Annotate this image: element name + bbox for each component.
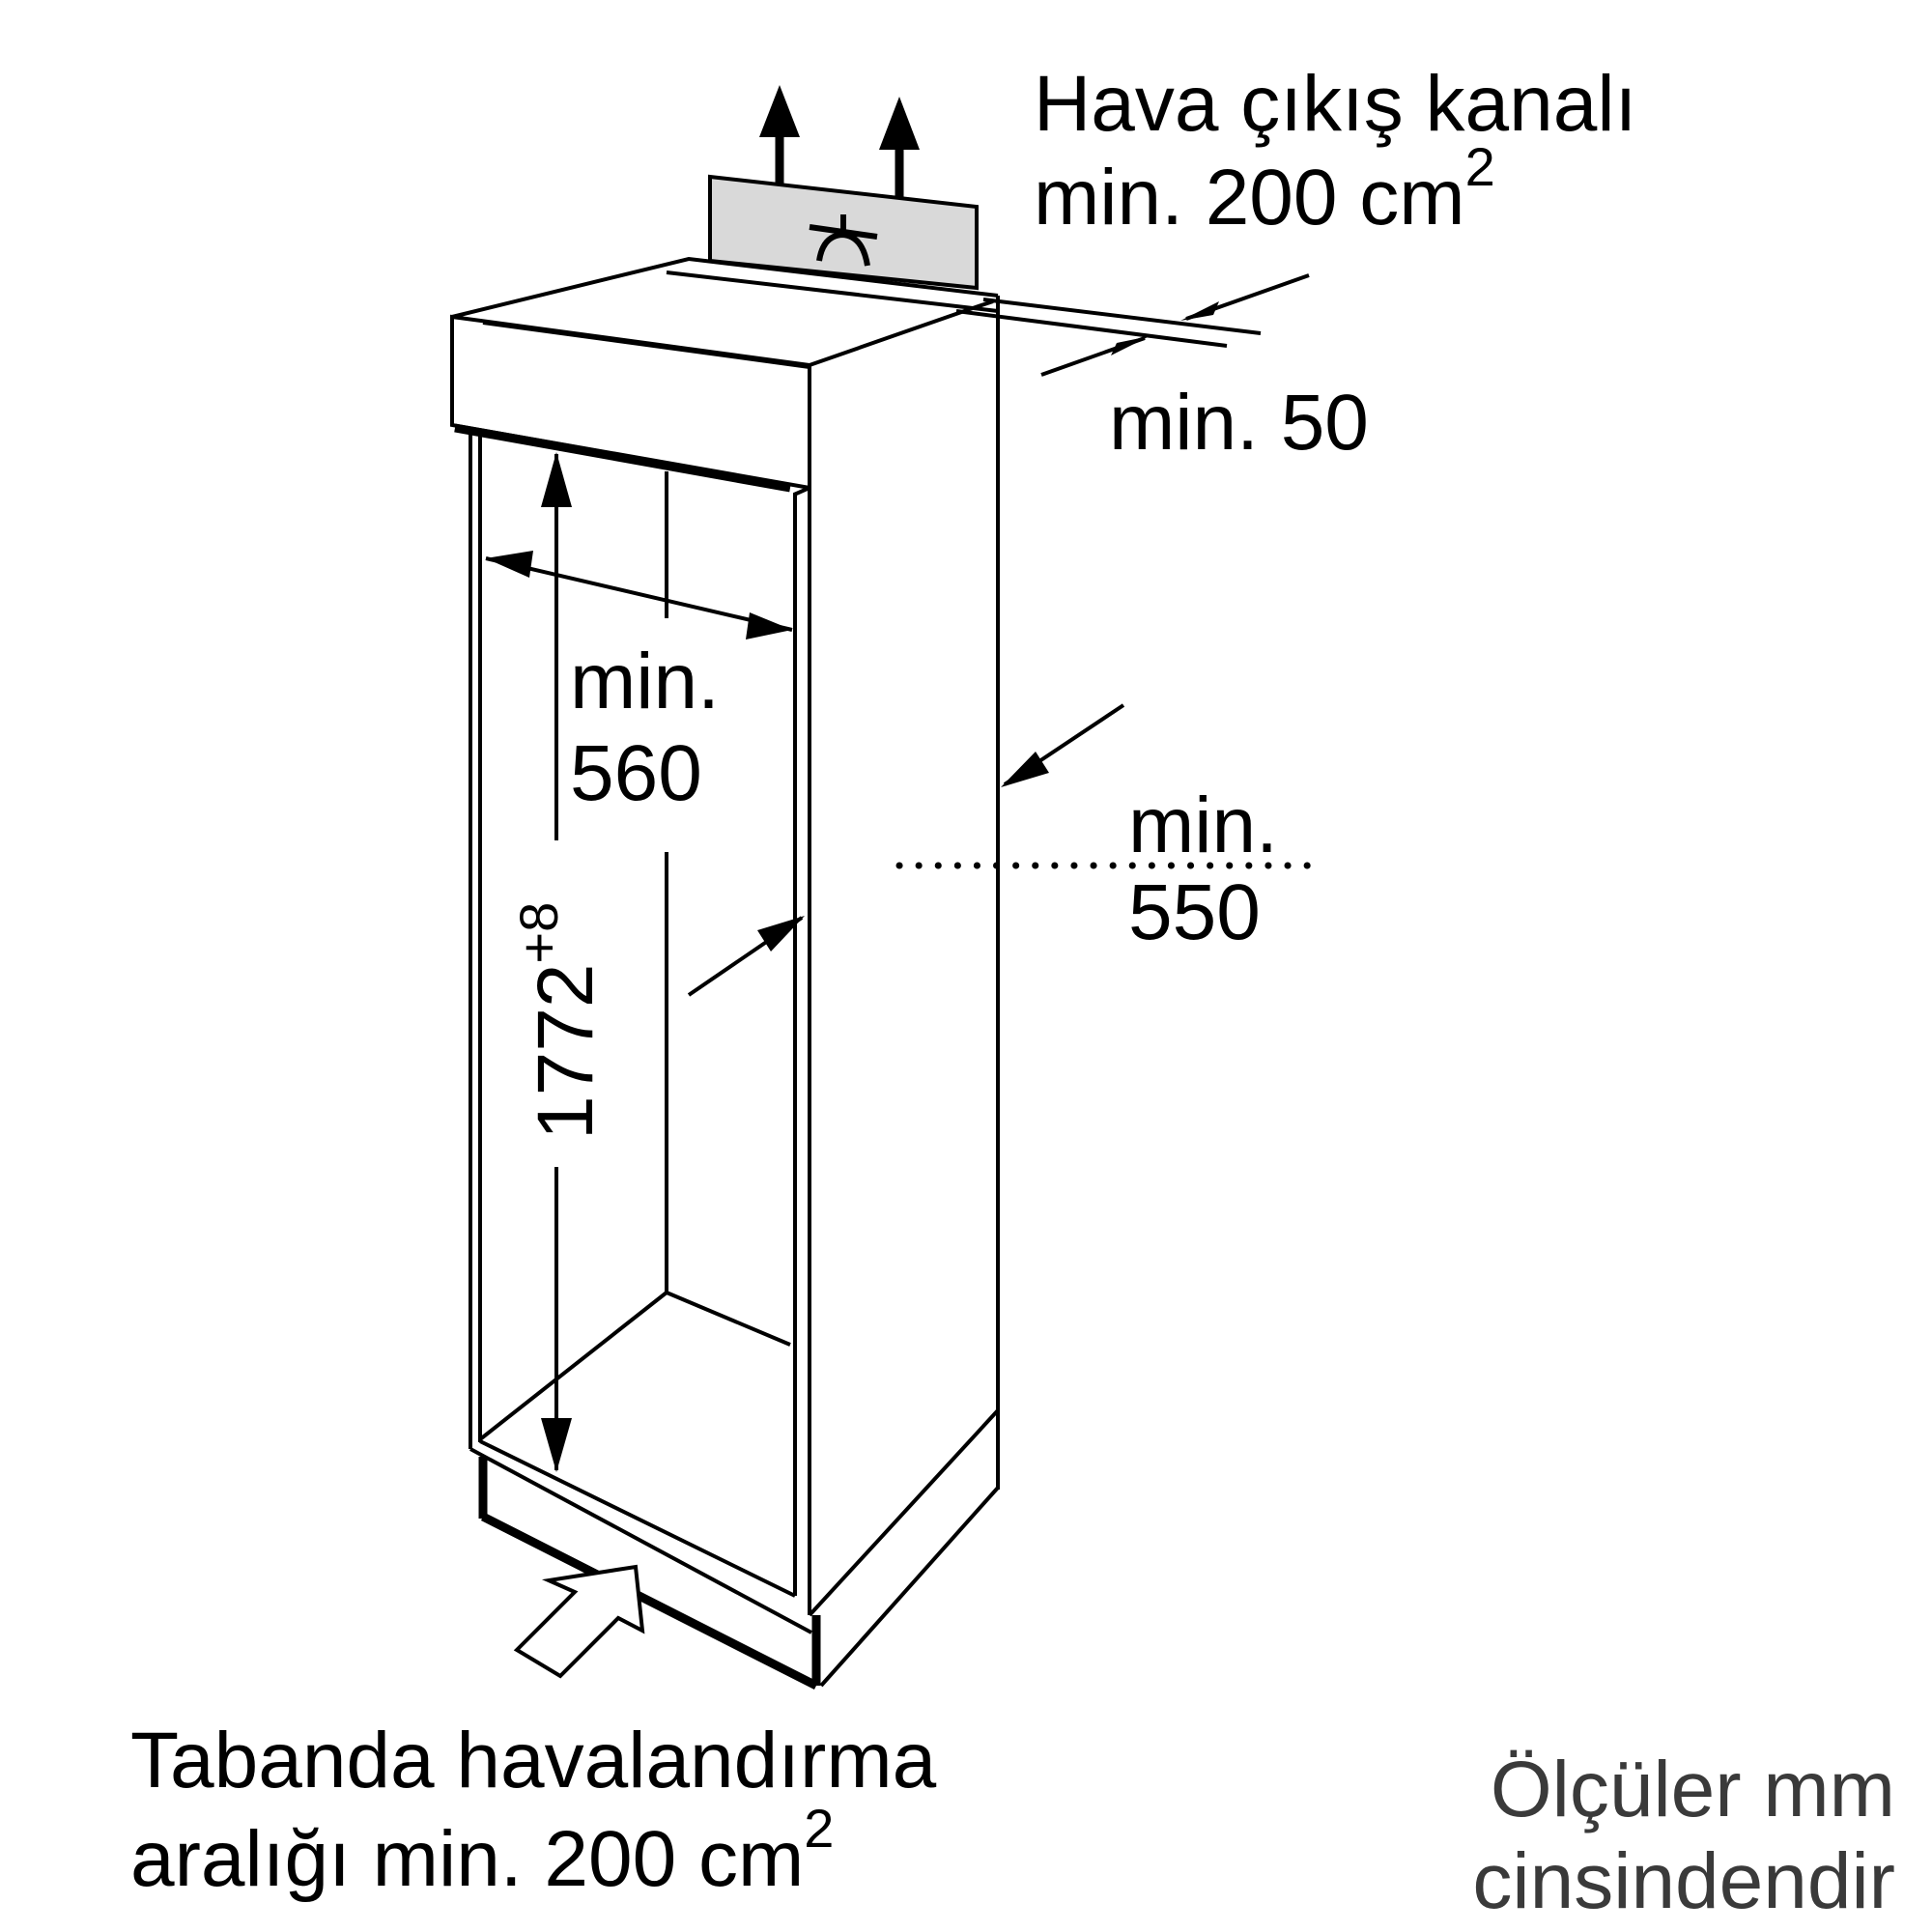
gap-dimension bbox=[1040, 273, 1310, 377]
height-label: 1772+8 bbox=[508, 902, 610, 1140]
width-dimension bbox=[485, 551, 793, 639]
air-outlet-group bbox=[708, 85, 979, 291]
width-label-line1: min. bbox=[570, 638, 720, 725]
depth-label-line2: 550 bbox=[1128, 868, 1261, 956]
air-outlet-label: Hava çıkış kanalı bbox=[1034, 60, 1636, 148]
base-vent-area-label: aralığı min. 200 cm2 bbox=[130, 1798, 834, 1903]
niche-body bbox=[454, 311, 1000, 1690]
units-note-line1: Ölçüler mm bbox=[1491, 1746, 1895, 1833]
units-note-line2: cinsindendir bbox=[1472, 1837, 1895, 1925]
base-vent-label: Tabanda havalandırma bbox=[130, 1717, 937, 1804]
up-arrow-icon bbox=[759, 85, 800, 184]
depth-label-line1: min. bbox=[1128, 781, 1278, 869]
hollow-arrow-icon bbox=[513, 1564, 645, 1679]
width-label-line2: 560 bbox=[570, 729, 702, 817]
height-dimension bbox=[541, 452, 572, 1472]
up-arrow-icon bbox=[879, 97, 920, 197]
gap-label: min. 50 bbox=[1109, 379, 1369, 467]
air-outlet-area-label: min. 200 cm2 bbox=[1034, 136, 1495, 242]
fan-vent-icon bbox=[809, 214, 878, 267]
depth-dimension bbox=[687, 703, 1318, 997]
